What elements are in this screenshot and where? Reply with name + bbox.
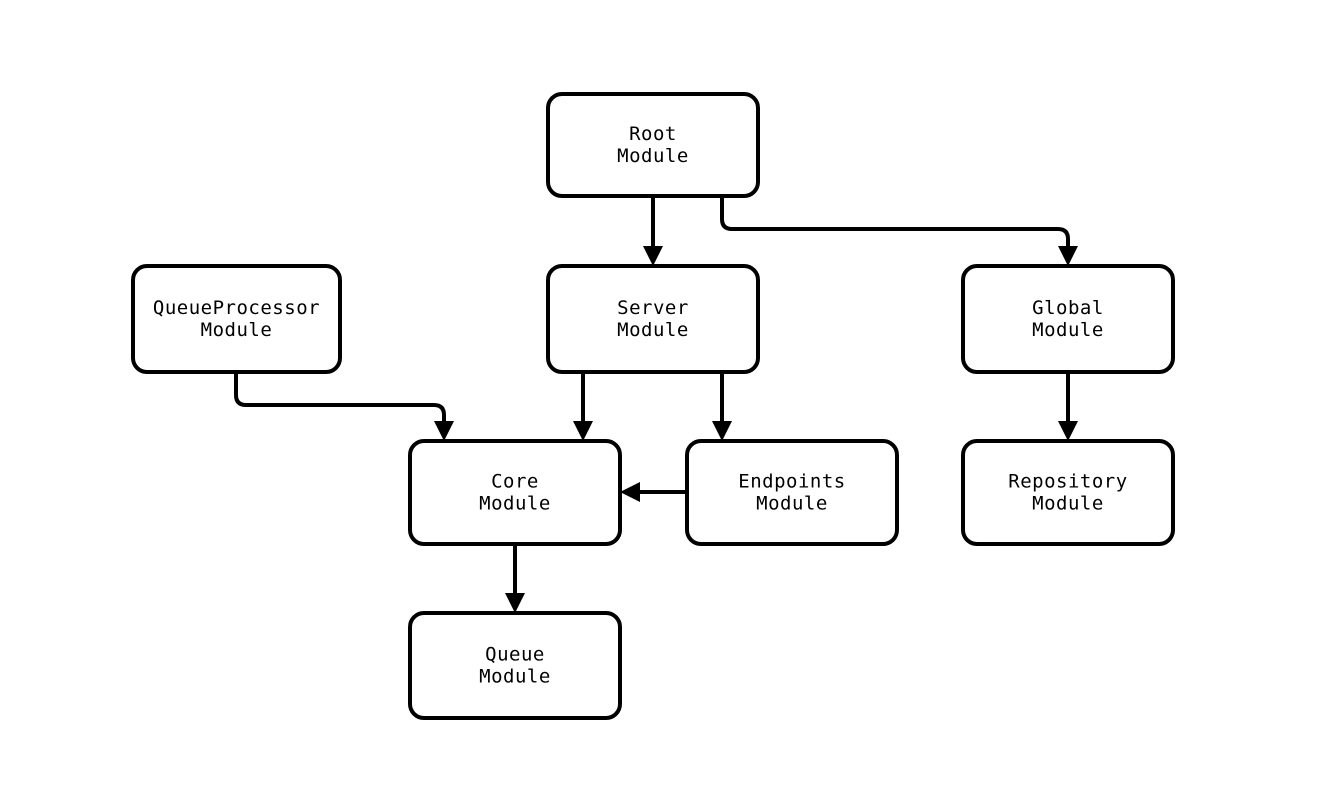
node-label-line2: Module <box>617 319 689 341</box>
arrowhead-icon <box>1058 246 1078 266</box>
node-box[interactable] <box>131 264 342 374</box>
node-box[interactable] <box>961 264 1175 374</box>
arrowhead-icon <box>434 421 454 441</box>
node-label-line1: QueueProcessor <box>153 297 320 319</box>
arrowhead-icon <box>620 482 640 502</box>
node-label-line2: Module <box>617 145 689 167</box>
node-box[interactable] <box>408 611 622 720</box>
edge-line <box>720 196 1070 256</box>
arrowhead-icon <box>573 421 593 441</box>
edge-line <box>234 372 446 431</box>
node-label-line1: Root <box>629 123 677 145</box>
node-label-line1: Repository <box>1008 471 1127 493</box>
edge-core-to-queue <box>505 544 525 613</box>
node-label-line1: Endpoints <box>738 471 845 493</box>
node-box[interactable] <box>546 92 760 198</box>
node-label-line2: Module <box>479 666 551 688</box>
arrowhead-icon <box>505 593 525 613</box>
edge-server-to-endpoints <box>712 372 732 441</box>
edge-queueprocessor-to-core <box>234 372 454 441</box>
node-label-line2: Module <box>1032 319 1104 341</box>
edge-root-to-server <box>643 196 663 266</box>
node-label-line2: Module <box>1032 493 1104 515</box>
node-label-line2: Module <box>479 493 551 515</box>
edge-root-to-global <box>720 196 1078 266</box>
arrowhead-icon <box>643 246 663 266</box>
node-box[interactable] <box>408 439 622 546</box>
node-label-line2: Module <box>756 493 828 515</box>
node-label-line1: Queue <box>485 644 545 666</box>
node-label-line1: Core <box>491 471 539 493</box>
edge-endpoints-to-core <box>620 482 687 502</box>
node-label-line1: Server <box>617 297 689 319</box>
edge-server-to-core <box>573 372 593 441</box>
edge-global-to-repository <box>1058 372 1078 441</box>
node-box[interactable] <box>546 264 760 374</box>
node-box[interactable] <box>961 439 1175 546</box>
edges-layer <box>234 196 1078 613</box>
node-label-line2: Module <box>201 319 273 341</box>
arrowhead-icon <box>712 421 732 441</box>
arrowhead-icon <box>1058 421 1078 441</box>
node-box[interactable] <box>685 439 899 546</box>
node-label-line1: Global <box>1032 297 1104 319</box>
